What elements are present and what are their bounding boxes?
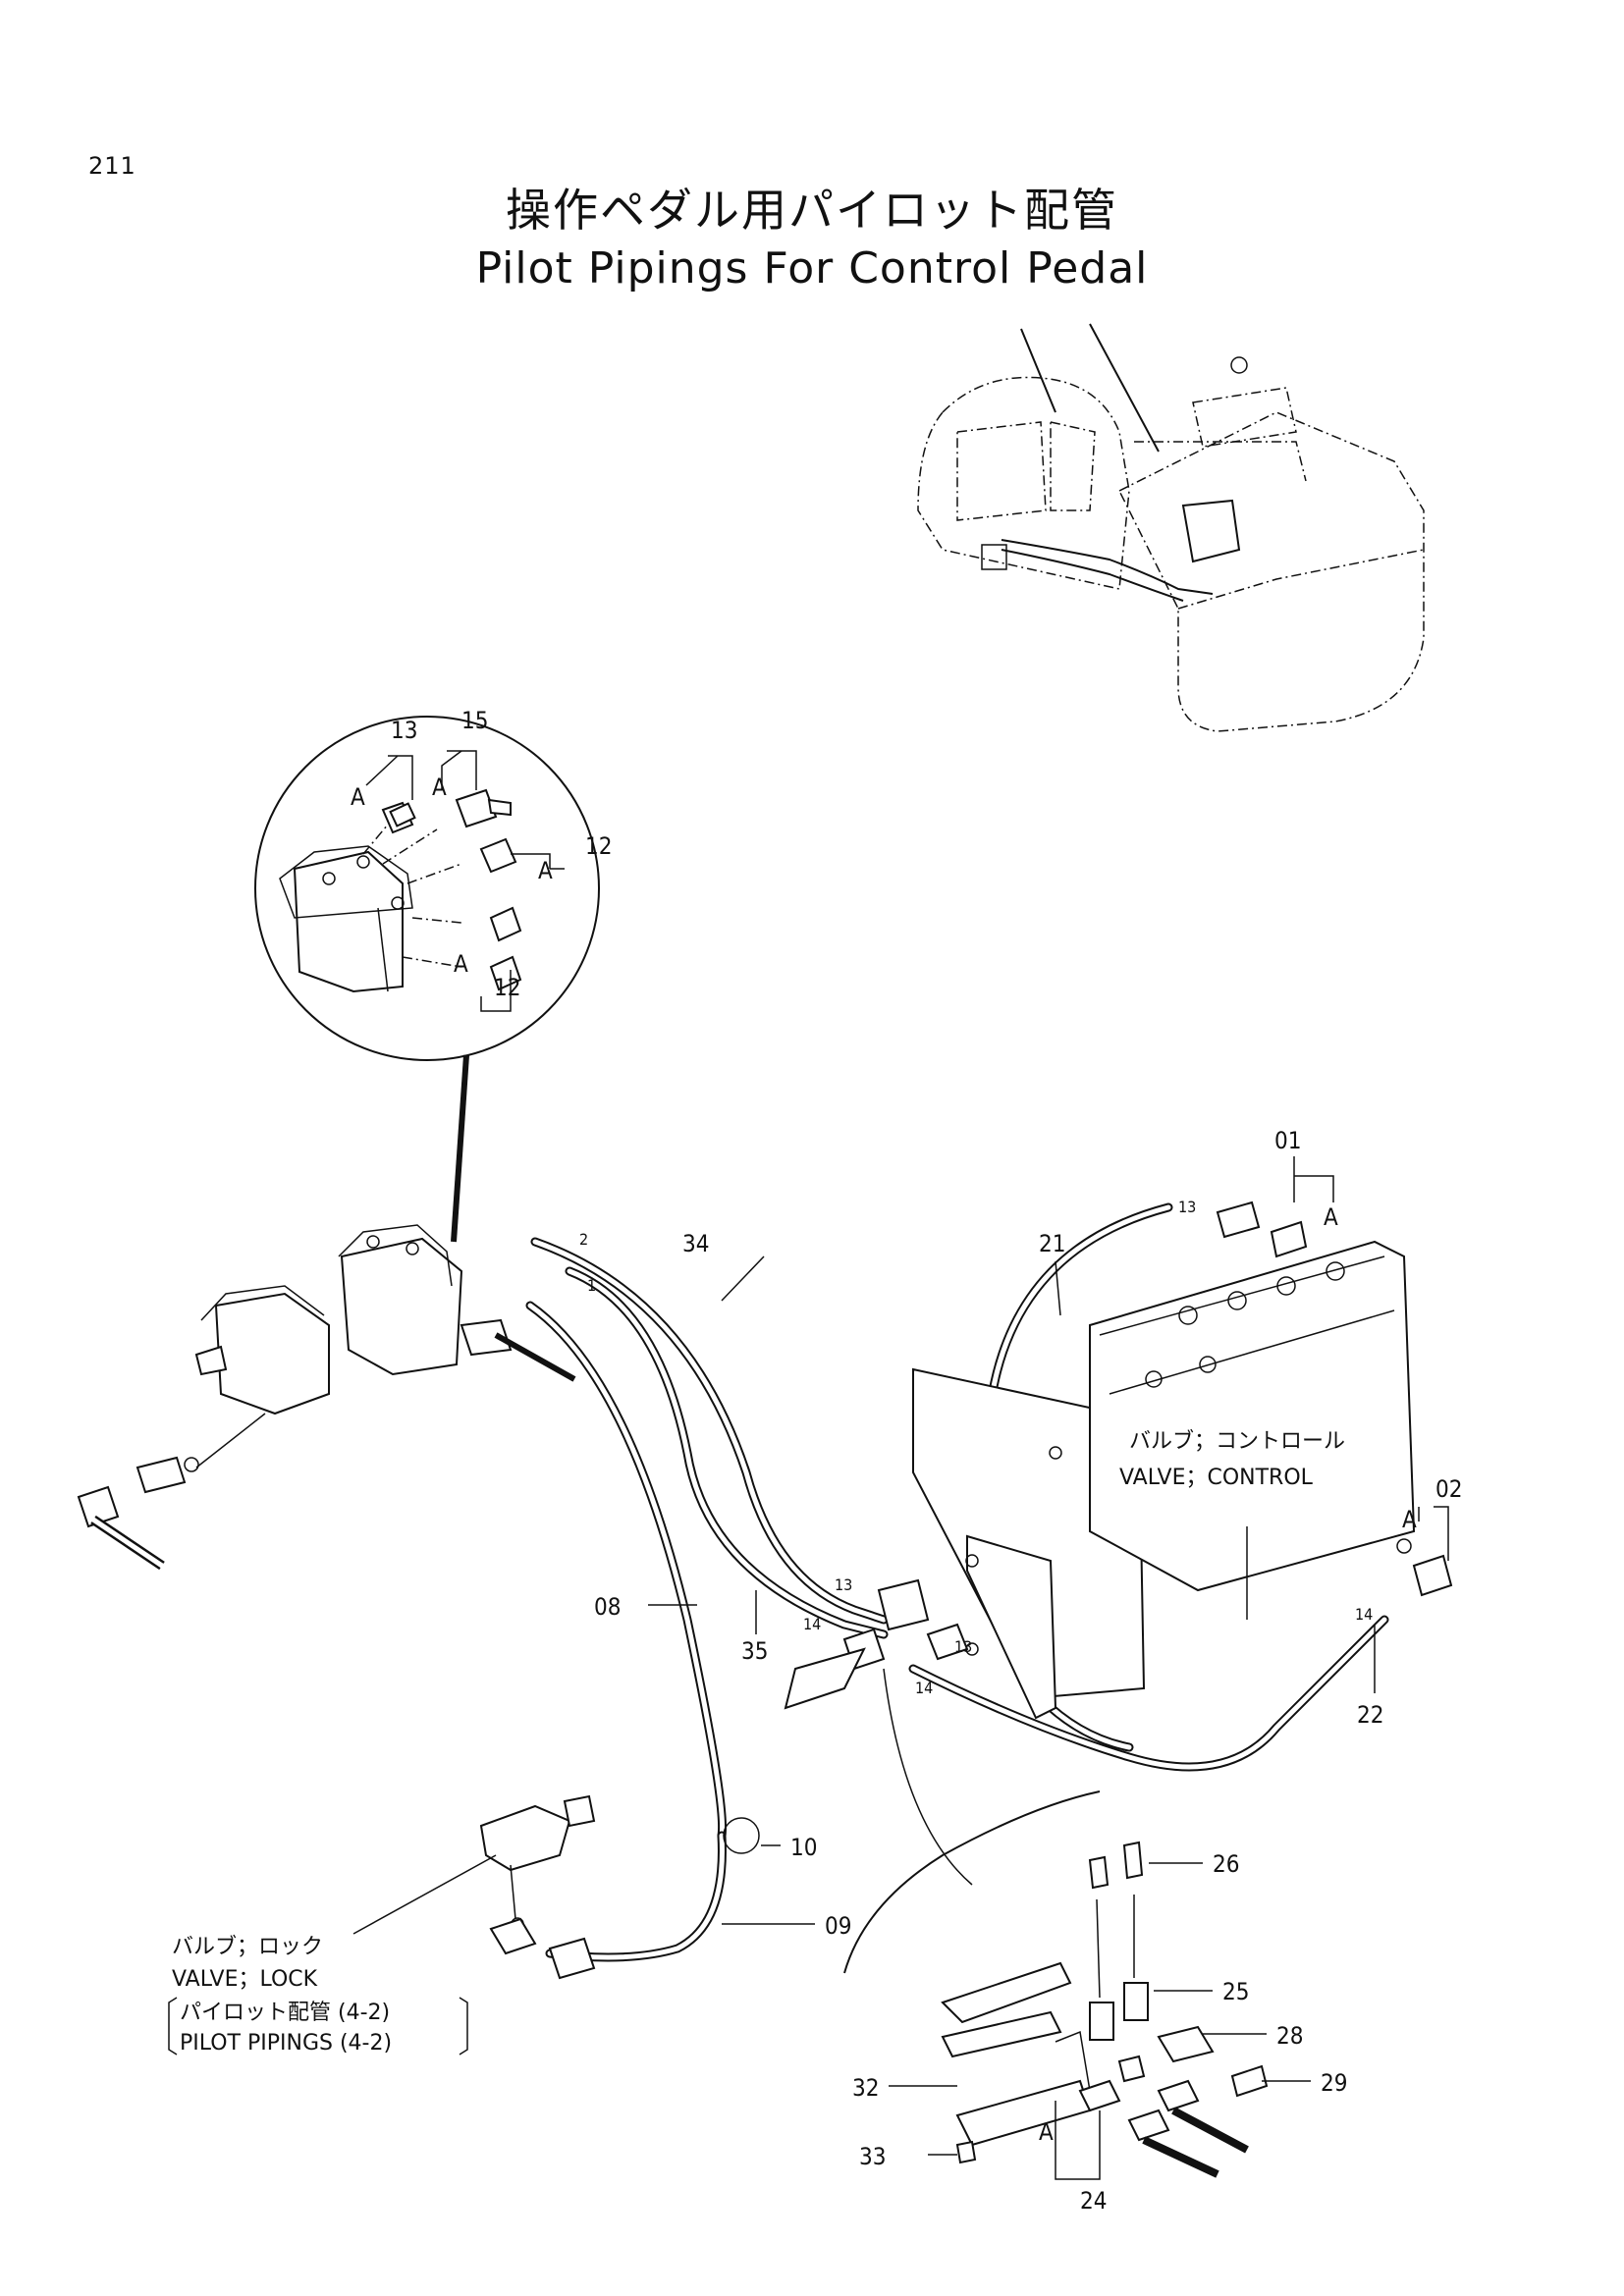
control-valve-label-en: VALVE；CONTROL	[1119, 1466, 1314, 1490]
leader-lines	[648, 1156, 1449, 2180]
lock-valve-label-jp: バルブ；ロック	[172, 1935, 323, 1959]
lock-valve	[352, 1794, 596, 1980]
bottom-detail	[843, 1790, 1269, 2178]
pilot-valve-block	[338, 1224, 576, 1382]
control-valve	[912, 1201, 1453, 1720]
detail-circle: 13 15 12 12 A A A A	[254, 707, 612, 1243]
part-label-25: 25	[1222, 1978, 1249, 2005]
part-label-26: 26	[1213, 1850, 1239, 1878]
callout-a-2: A	[432, 774, 447, 801]
part-label-22: 22	[1357, 1701, 1383, 1729]
page-title-japanese: 操作ペダル用パイロット配管	[506, 184, 1118, 237]
control-valve-label-jp: バルブ；コントロール	[1129, 1429, 1345, 1454]
part-label-09: 09	[825, 1912, 851, 1940]
callout-15: 15	[461, 707, 488, 734]
small-label-13-b: 13	[835, 1575, 852, 1594]
callout-a-4: A	[454, 950, 468, 978]
pedal-unit	[77, 1285, 330, 1571]
pilot-ref-en: PILOT PIPINGS (4-2)	[180, 2031, 392, 2056]
small-label-13-c: 13	[954, 1637, 972, 1656]
junction-block	[784, 1578, 973, 1886]
callout-a-24: A	[1039, 2118, 1054, 2146]
excavator-overview	[917, 323, 1425, 732]
small-label-13-a: 13	[1178, 1198, 1196, 1216]
small-label-2: 2	[579, 1230, 588, 1249]
part-label-08: 08	[594, 1593, 621, 1621]
ref-bracket-left	[168, 1997, 178, 2056]
part-label-29: 29	[1321, 2069, 1347, 2097]
callout-a-01: A	[1324, 1203, 1338, 1231]
small-label-1: 1	[587, 1276, 596, 1295]
small-label-14-a: 14	[1355, 1605, 1373, 1624]
part-label-24: 24	[1080, 2187, 1107, 2215]
page-title-english: Pilot Pipings For Control Pedal	[475, 243, 1149, 294]
pilot-ref-jp: パイロット配管 (4-2)	[180, 2001, 390, 2025]
callout-12-bottom: 12	[494, 974, 520, 1001]
callout-a-02: A	[1402, 1506, 1417, 1533]
callout-a-1: A	[351, 783, 365, 811]
small-label-14-c: 14	[915, 1679, 933, 1697]
part-label-01: 01	[1274, 1127, 1301, 1154]
part-label-28: 28	[1276, 2022, 1303, 2050]
small-label-14-b: 14	[803, 1615, 821, 1633]
callout-12-right: 12	[585, 832, 612, 860]
lock-valve-label-en: VALVE；LOCK	[172, 1967, 318, 1992]
ref-bracket-right	[459, 1997, 468, 2056]
part-label-02: 02	[1435, 1475, 1462, 1503]
part-label-32: 32	[852, 2074, 879, 2102]
part-label-35: 35	[741, 1637, 768, 1665]
part-label-10: 10	[790, 1834, 817, 1861]
part-label-21: 21	[1039, 1230, 1065, 1257]
part-label-33: 33	[859, 2143, 886, 2170]
callout-a-3: A	[538, 857, 553, 884]
page-number: 211	[88, 152, 136, 180]
part-label-34: 34	[682, 1230, 709, 1257]
callout-13-top: 13	[391, 717, 417, 744]
